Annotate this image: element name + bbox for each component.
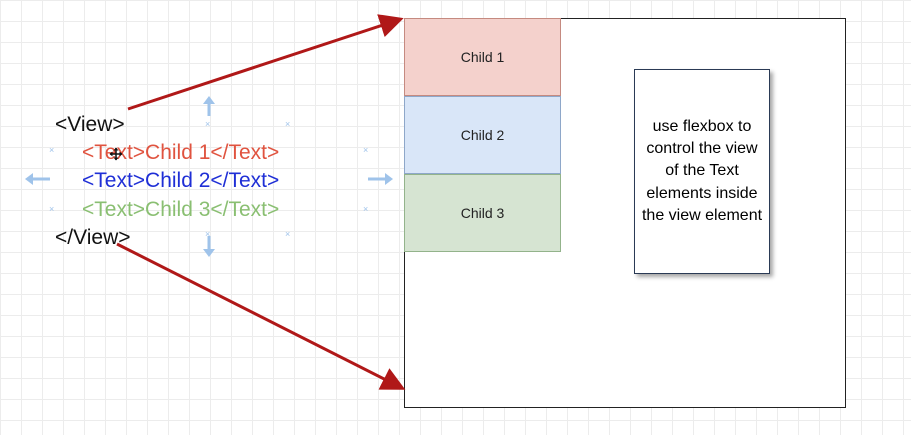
child-box-1: Child 1 xyxy=(404,18,561,96)
note-box: use flexbox to control the view of the T… xyxy=(634,69,770,274)
arrow-to-view-bottom xyxy=(116,242,406,390)
child-box-1-label: Child 1 xyxy=(460,49,505,65)
move-cursor-icon xyxy=(109,147,123,161)
handle-mark: × xyxy=(363,204,368,214)
handle-mark: × xyxy=(49,204,54,214)
code-view-open: <View> xyxy=(55,113,125,136)
code-text-child-3: <Text>Child 3</Text> xyxy=(82,198,280,221)
child-box-3-label: Child 3 xyxy=(460,205,505,221)
child-box-2-label: Child 2 xyxy=(460,127,505,143)
handle-mark: × xyxy=(205,229,210,239)
code-text-child-2: <Text>Child 2</Text> xyxy=(82,169,280,192)
handle-mark: × xyxy=(49,145,54,155)
handle-up-arrowhead xyxy=(203,96,215,104)
child-box-2: Child 2 xyxy=(404,96,561,174)
handle-mark: × xyxy=(363,145,368,155)
handle-right-arrowhead xyxy=(385,173,393,185)
child-box-3: Child 3 xyxy=(404,174,561,252)
handle-mark: × xyxy=(205,119,210,129)
code-view-close: </View> xyxy=(55,226,131,249)
handle-mark: × xyxy=(285,229,290,239)
handle-down-arrowhead xyxy=(203,249,215,257)
handle-mark: × xyxy=(285,119,290,129)
note-text: use flexbox to control the view of the T… xyxy=(641,117,763,225)
arrow-to-view-top xyxy=(127,14,404,111)
handle-left-arrowhead xyxy=(25,173,33,185)
code-text-child-1: <Text>Child 1</Text> xyxy=(82,141,280,164)
